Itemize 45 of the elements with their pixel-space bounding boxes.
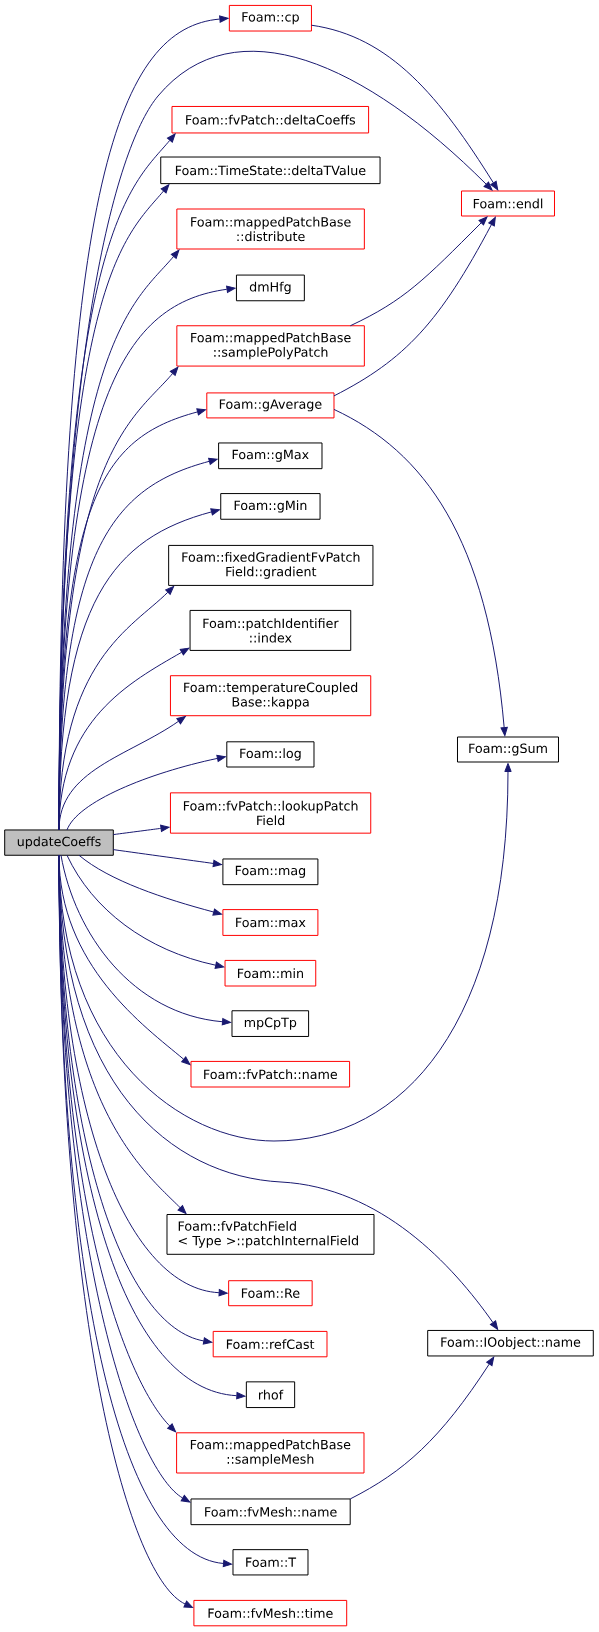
function-box: Foam::fixedGradientFvPatch Field::gradient <box>168 544 374 586</box>
function-box: Foam::mappedPatchBase ::distribute <box>176 208 365 250</box>
arrow <box>58 854 194 1608</box>
function-box: Foam::Re <box>228 1280 313 1307</box>
arrow <box>58 716 186 831</box>
arrow <box>349 216 488 327</box>
function-box: Foam::patchIdentifier ::index <box>189 609 352 651</box>
arrow <box>58 762 512 1142</box>
function-box: Foam::log <box>226 741 315 768</box>
arrow <box>112 849 222 868</box>
function-box: Foam::endl <box>461 190 555 217</box>
arrow <box>112 824 170 836</box>
arrow <box>333 408 508 737</box>
function-box: mpCpTp <box>231 1010 310 1037</box>
function-box: Foam::refCast <box>212 1330 328 1358</box>
function-box: Foam::fvPatch::deltaCoeffs <box>171 105 370 134</box>
function-box: Foam::T <box>232 1549 309 1576</box>
function-box: rhof <box>245 1381 296 1409</box>
function-box: Foam::fvPatchField < Type >::patchInternalField <box>166 1214 375 1255</box>
function-box: Foam::fvPatch::lookupPatch Field <box>169 792 372 834</box>
function-box: Foam::gMax <box>218 442 323 470</box>
function-box: Foam::gSum <box>457 736 559 763</box>
function-box: Foam::gMin <box>220 493 321 520</box>
function-box: Foam::TimeState::deltaTValue <box>160 156 381 185</box>
function-box: Foam::gAverage <box>206 392 335 419</box>
arrow <box>78 854 222 916</box>
function-box: Foam::fvMesh::name <box>190 1498 351 1526</box>
arrow <box>349 1356 495 1500</box>
function-box: Foam::fvMesh::time <box>193 1599 348 1627</box>
function-box: updateCoeffs <box>4 829 114 856</box>
function-box: Foam::fvPatch::name <box>190 1060 351 1088</box>
function-box: Foam::IOobject::name <box>427 1329 594 1357</box>
function-box: Foam::temperatureCoupled Base::kappa <box>169 675 372 717</box>
function-box: Foam::cp <box>228 4 312 32</box>
arrow <box>310 24 499 191</box>
function-box: Foam::mappedPatchBase ::sampleMesh <box>176 1432 365 1474</box>
arrow <box>66 754 226 831</box>
arrow <box>66 854 225 969</box>
function-box: Foam::mag <box>222 858 319 886</box>
arrow <box>60 854 232 1026</box>
arrow <box>333 216 496 397</box>
function-box: dmHfg <box>235 274 305 302</box>
function-box: Foam::max <box>222 909 319 936</box>
function-box: Foam::mappedPatchBase ::samplePolyPatch <box>176 325 365 367</box>
function-box: Foam::min <box>224 959 317 987</box>
